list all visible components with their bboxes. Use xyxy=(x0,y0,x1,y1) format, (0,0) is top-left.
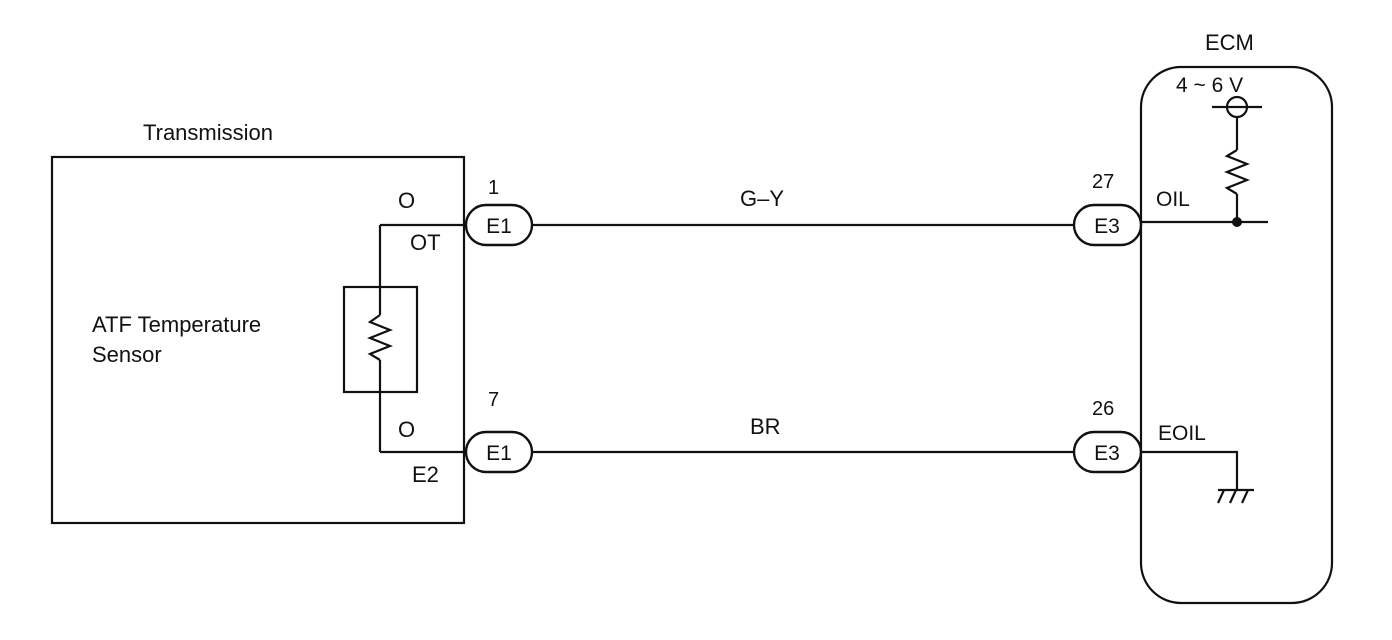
connector-e3-bottom-label: E3 xyxy=(1094,442,1120,465)
ecm-eoil-wire xyxy=(1141,450,1239,490)
sensor-label-line2: Sensor xyxy=(92,342,162,367)
connector-e1-top-label: E1 xyxy=(486,215,512,238)
ecm-terminal-eoil: EOIL xyxy=(1158,422,1206,445)
terminal-bottom-mark: O xyxy=(398,417,415,442)
terminal-top-mark: O xyxy=(398,188,415,213)
ecm-voltage: 4 ~ 6 V xyxy=(1176,74,1243,97)
connector-e1-top-pin: 1 xyxy=(488,177,499,199)
junction-dot-icon xyxy=(1232,217,1242,227)
connector-e1-top-shape xyxy=(464,203,534,247)
transmission-title: Transmission xyxy=(143,120,273,145)
ecm-title: ECM xyxy=(1205,30,1254,55)
ground-icon xyxy=(1217,488,1254,504)
connector-e1-top: 1 E1 xyxy=(464,177,534,247)
terminal-bottom-name: E2 xyxy=(412,462,439,487)
connector-e3-top-pin: 27 xyxy=(1092,171,1114,193)
connector-e1-bottom: 7 E1 xyxy=(464,389,534,474)
wire-bottom-color: BR xyxy=(750,414,781,439)
connector-e3-bottom: 26 E3 xyxy=(1072,398,1143,474)
wire-top-color: G–Y xyxy=(740,186,784,211)
connector-e3-top: 27 E3 xyxy=(1072,171,1143,247)
ecm-box xyxy=(1139,65,1334,605)
resistor-icon xyxy=(1224,149,1250,195)
connector-e3-bottom-pin: 26 xyxy=(1092,398,1114,420)
atf-temperature-sensor xyxy=(342,223,464,454)
resistor-icon xyxy=(367,314,393,361)
connector-e1-bottom-label: E1 xyxy=(486,442,512,465)
sensor-label-line1: ATF Temperature xyxy=(92,312,261,337)
connector-e3-top-label: E3 xyxy=(1094,215,1120,238)
connector-e1-bottom-pin: 7 xyxy=(488,389,499,411)
ecm-terminal-oil: OIL xyxy=(1156,188,1190,211)
voltage-source-icon xyxy=(1212,95,1262,119)
transmission-box xyxy=(50,155,466,525)
terminal-top-name: OT xyxy=(410,230,441,255)
connector-e1-bottom-shape xyxy=(464,430,534,474)
